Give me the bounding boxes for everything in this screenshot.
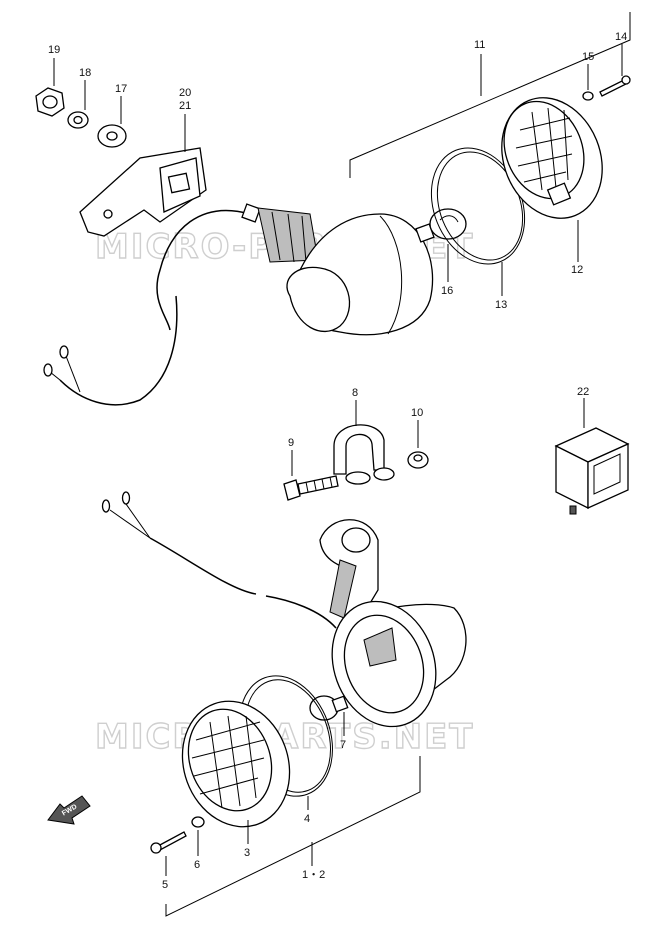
wire-lead-b [65,355,81,393]
wire-terminal-a [43,363,53,377]
callout-16: 16 [441,285,453,297]
callout-9: 9 [288,437,294,449]
lens-3 [181,700,291,828]
leader-11-bracket [349,12,631,178]
wire-terminal-c [101,499,111,513]
callout-5: 5 [162,879,168,891]
bulb-7 [309,695,349,721]
fwd-arrow: FWD [47,795,91,825]
bolt-9 [283,475,339,501]
callout-7: 7 [340,739,346,751]
callout-12: 12 [571,264,583,276]
callout-17: 17 [115,83,127,95]
screw-14 [599,75,631,97]
wire-harness-bottom [149,537,257,595]
wire-harness-top [156,209,251,331]
wire-terminal-b [59,345,69,359]
wire-terminal-d [121,491,131,505]
relay-22 [554,427,630,515]
screw-5 [150,831,187,854]
callout-15: 15 [582,51,594,63]
callout-13: 13 [495,299,507,311]
callout-11: 11 [474,39,485,51]
lens-12 [501,97,603,219]
wire-harness-top-lower [59,295,178,406]
callout-6: 6 [194,859,200,871]
callout-18: 18 [79,67,91,79]
bulb-16 [415,208,467,243]
wire-harness-bottom-b [265,595,337,629]
bracket-20-21 [79,147,207,237]
clamp-8 [333,424,395,485]
nut-10 [407,451,429,469]
callout-20: 20 [179,87,191,99]
mounting-arm [319,519,379,621]
leader-1-2-bracket [165,756,421,917]
nut-19 [35,87,65,117]
wire-leads-bottom [109,503,151,539]
callout-14: 14 [615,31,627,43]
callout-22: 22 [577,386,589,398]
signal-housing-bottom [331,600,467,728]
callout-1-2: 1・2 [302,869,325,881]
callout-3: 3 [244,847,250,859]
callout-4: 4 [304,813,310,825]
callout-21: 21 [179,100,191,112]
callout-8: 8 [352,387,358,399]
washer-6 [191,816,205,828]
washer-17 [97,124,127,148]
signal-housing-top [286,213,434,336]
washer-15 [582,91,594,101]
callout-10: 10 [411,407,423,419]
callout-19: 19 [48,44,60,56]
lock-washer-18 [67,111,89,129]
